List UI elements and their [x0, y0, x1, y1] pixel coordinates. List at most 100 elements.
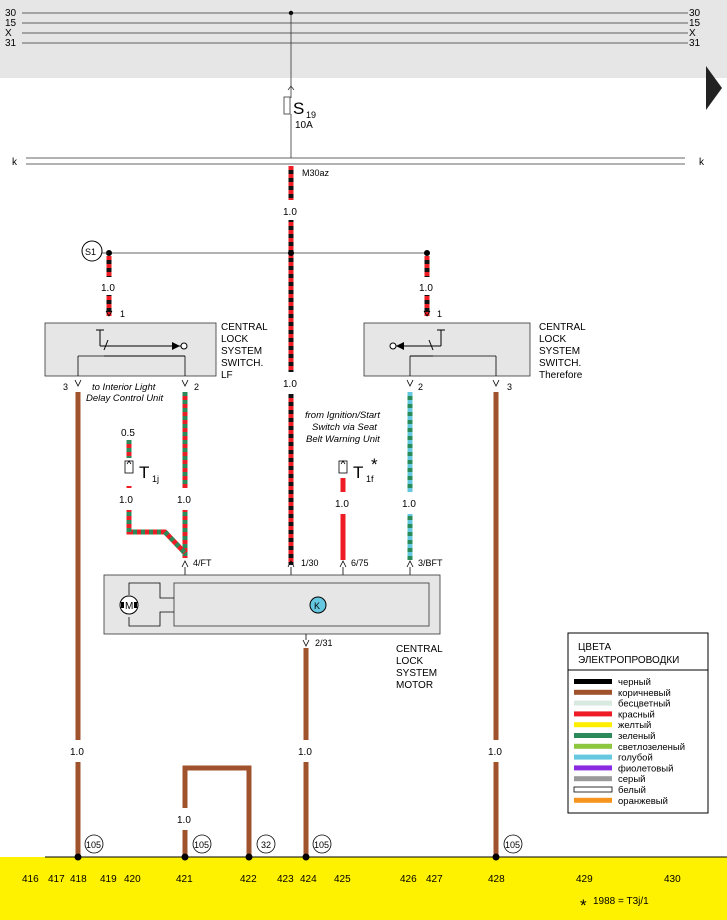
footer-note-mark: *: [580, 896, 587, 915]
lf-pin2-arrow-icon: [181, 379, 189, 387]
col-418: 418: [70, 874, 87, 885]
legend-swatch: [574, 700, 612, 706]
switch-lf-line5: LF: [221, 370, 233, 381]
t1f-gap: [330, 492, 356, 514]
rail-label-right-x: X: [689, 28, 696, 39]
legend-label: светлозеленый: [618, 742, 685, 753]
main-wire-gap-1: [278, 200, 304, 220]
motor-pin-675: 6/75: [351, 558, 369, 568]
motor-label: CENTRAL LOCK SYSTEM MOTOR: [396, 644, 443, 691]
g421-size: 1.0: [177, 815, 191, 826]
ground-node-422: [245, 853, 253, 861]
switch-rf-label: CENTRAL LOCK SYSTEM SWITCH. Therefore: [539, 322, 586, 381]
col-416: 416: [22, 874, 39, 885]
t1j-gap-1: [116, 420, 142, 440]
switch-lf-line3: SYSTEM: [221, 346, 262, 357]
legend-swatch: [574, 679, 612, 684]
ground-node-428: [492, 853, 500, 861]
switch-lf-line2: LOCK: [221, 334, 249, 345]
rf2-wire-size: 1.0: [402, 499, 416, 510]
legend-label: оранжевый: [618, 796, 668, 807]
legend-swatch: [574, 689, 612, 695]
col-424: 424: [300, 874, 317, 885]
col-429: 429: [576, 874, 593, 885]
t1f-plug-icon: [340, 460, 346, 465]
s1-label: S1: [85, 247, 96, 257]
col-427: 427: [426, 874, 443, 885]
legend-label: фиолетовый: [618, 763, 673, 774]
motor-pin3-arrow-icon: [406, 560, 414, 568]
lf2-wire-size: 1.0: [177, 495, 191, 506]
g418-gap: [65, 740, 91, 762]
t1f-name: T: [353, 463, 363, 482]
col-425: 425: [334, 874, 351, 885]
g428-gap: [483, 740, 509, 762]
legend-swatch: [574, 743, 612, 749]
motor-pin-3bft: 3/BFT: [418, 558, 443, 568]
interior-light-note: to Interior Light Delay Control Unit: [86, 382, 163, 404]
col-421: 421: [176, 874, 193, 885]
wire-color-legend: ЦВЕТА ЭЛЕКТРОПРОВОДКИ черныйкоричневыйбе…: [567, 632, 709, 814]
t1f-wire-size: 1.0: [335, 499, 349, 510]
rail-label-right-30: 30: [689, 8, 701, 19]
switch-rf-line5: Therefore: [539, 370, 583, 381]
legend-swatch: [573, 786, 613, 793]
legend-label: белый: [618, 785, 646, 796]
rf-pin3-arrow-icon: [492, 379, 500, 387]
ground-point-105-a-label: 105: [86, 840, 101, 850]
col-419: 419: [100, 874, 117, 885]
ground-point-105-c-label: 105: [314, 840, 329, 850]
ground-point-105-b: 105: [192, 834, 212, 854]
fuse-name: S: [293, 99, 304, 118]
main-wire-gap-2: [278, 372, 304, 394]
s1-circle: [81, 240, 103, 262]
bus-rails: 30 15 X 31 30 15 X 31: [5, 8, 701, 49]
right-feed-size: 1.0: [419, 283, 433, 294]
t1f-mark: *: [371, 455, 378, 474]
legend-label: коричневый: [618, 688, 671, 699]
k-bus-right-label: k: [699, 157, 705, 168]
main-wire-size-lower: 1.0: [283, 379, 297, 390]
legend-label: черный: [618, 677, 651, 688]
col-417: 417: [48, 874, 65, 885]
t1j-wire-size-upper: 0.5: [121, 428, 135, 439]
motor-pin-231: 2/31: [315, 638, 333, 648]
left-pin1-arrow-icon: [105, 310, 113, 317]
t1j-wire-size-lower: 1.0: [119, 495, 133, 506]
switch-lf-contact-icon: [180, 342, 188, 350]
right-pin1-arrow-icon: [423, 310, 431, 317]
ground-point-105-d-label: 105: [505, 840, 520, 850]
switch-rf-line1: CENTRAL: [539, 322, 586, 333]
k-bus-left-label: k: [12, 157, 18, 168]
connection-m30az: M30az: [302, 168, 330, 178]
legend-swatch: [574, 765, 612, 771]
motor-line1: CENTRAL: [396, 644, 443, 655]
switch-lf-line1: CENTRAL: [221, 322, 268, 333]
motor-pin-130: 1/30: [301, 558, 319, 568]
lf2-gap: [172, 488, 198, 510]
t1j-plug-icon: [126, 460, 132, 465]
rail-label-right-31: 31: [689, 38, 701, 49]
motor-line2: LOCK: [396, 656, 424, 667]
legend-swatch: [574, 733, 612, 738]
motor-line4: MOTOR: [396, 680, 433, 691]
continue-arrow-icon: [706, 66, 722, 110]
legend-swatch: [574, 776, 612, 782]
switch-rf-line4: SWITCH.: [539, 358, 581, 369]
switch-rf-line2: LOCK: [539, 334, 567, 345]
switch-rf-contact-icon: [389, 342, 397, 350]
ground-node-424: [302, 853, 310, 861]
fuse-rating: 10A: [295, 120, 313, 131]
t1j-gap-2: [116, 488, 142, 510]
switch-rf-pin2: 2: [418, 382, 423, 392]
ground-point-105-d: 105: [503, 834, 523, 854]
switch-rf: [363, 322, 531, 377]
legend-swatch: [574, 722, 612, 728]
fuse-s19: S 19 10A: [283, 85, 316, 131]
rail-label-left-30: 30: [5, 8, 17, 19]
motor-pin2-arrow-icon: [302, 639, 310, 647]
ground-point-105-c: 105: [312, 834, 332, 854]
legend-label: зеленый: [618, 731, 655, 742]
lf-pin3-arrow-icon: [74, 379, 82, 387]
